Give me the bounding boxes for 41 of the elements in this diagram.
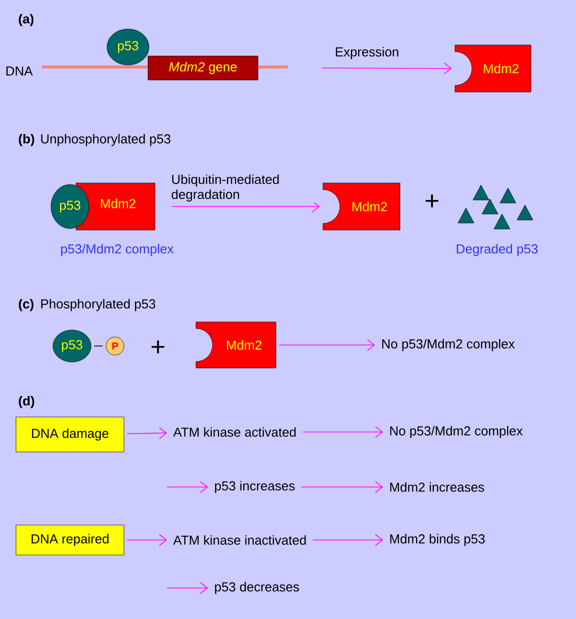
section-label: (c): [18, 298, 34, 312]
arrow: [166, 481, 208, 493]
edge-label: Expression: [334, 46, 400, 60]
degraded-fragments-drawing: [458, 184, 534, 230]
event-box: DNA repaired: [16, 524, 124, 556]
p53-protein: p53: [52, 330, 92, 362]
p53-protein: p53: [106, 28, 150, 66]
arrow: [300, 481, 383, 493]
mdm2-protein: Mdm2: [196, 322, 276, 368]
arrow: [126, 534, 167, 546]
edge-label: Ubiquitin-mediated degradation: [170, 173, 318, 203]
node-label: p53/Mdm2 complex: [61, 244, 174, 256]
node-label: Degraded p53: [456, 244, 538, 256]
complex-drawing: p53 Mdm2: [50, 182, 156, 230]
arrow: [312, 534, 383, 546]
step-text: p53 increases: [215, 480, 295, 494]
arrow: [126, 427, 167, 440]
arrow: [322, 62, 452, 74]
section-label: (a): [18, 14, 34, 26]
heading: Unphosphorylated p53: [41, 134, 170, 146]
arrow: [172, 200, 320, 212]
step-text: p53 decreases: [215, 582, 299, 594]
mdm2-protein: Mdm2: [322, 182, 400, 230]
dna-label: DNA: [6, 66, 33, 76]
arrow: [166, 582, 208, 594]
step-text: No p53/Mdm2 complex: [390, 426, 523, 438]
arrow: [302, 426, 383, 438]
plus-sign: +: [152, 340, 164, 354]
step-text: Mdm2 binds p53: [390, 534, 485, 546]
step-text: Mdm2 increases: [390, 482, 484, 492]
plus-sign: +: [426, 194, 438, 208]
step-text: ATM kinase activated: [173, 427, 296, 437]
arrow: [278, 339, 375, 351]
mdm2-protein: Mdm2: [454, 44, 532, 92]
gene-box: Mdm2 gene: [148, 56, 258, 80]
step-text: ATM kinase inactivated: [173, 535, 306, 545]
section-label: (d): [18, 396, 34, 408]
event-box: DNA damage: [16, 416, 124, 452]
step-text: No p53/Mdm2 complex: [382, 338, 515, 352]
section-label: (b): [18, 134, 34, 146]
heading: Phosphorylated p53: [41, 298, 156, 312]
